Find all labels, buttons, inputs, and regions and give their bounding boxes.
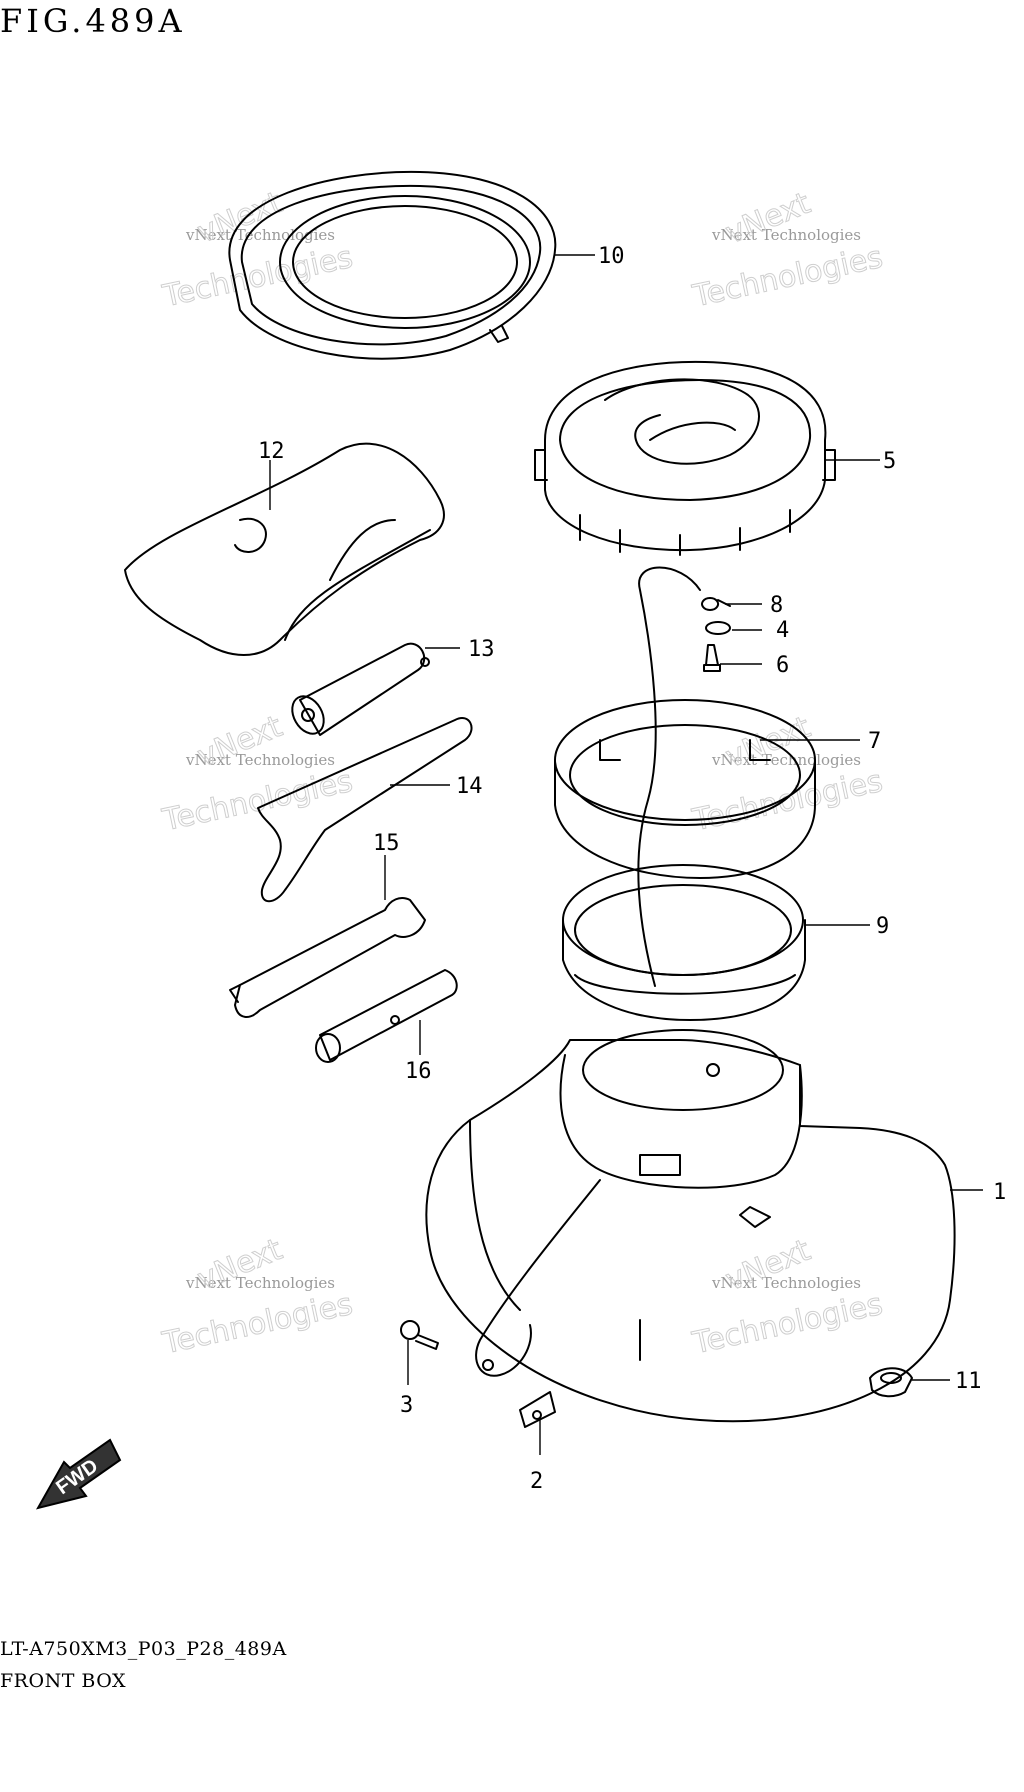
part-tether-cable xyxy=(637,566,731,1077)
watermark-bottom-right: vNext Technologies vNext Technologies xyxy=(688,1232,886,1362)
callout-15: 15 xyxy=(373,831,400,856)
svg-text:vNext Technologies: vNext Technologies xyxy=(185,226,335,244)
part-socket-tool xyxy=(315,969,458,1063)
watermark-top-right: vNext Technologies vNext Technologies xyxy=(689,185,887,315)
svg-text:vNext Technologies: vNext Technologies xyxy=(711,226,861,244)
callout-13: 13 xyxy=(468,637,495,662)
callout-10: 10 xyxy=(598,244,625,269)
callout-12: 12 xyxy=(258,439,285,464)
part-tool-bag xyxy=(124,442,445,656)
svg-text:Technologies: Technologies xyxy=(689,764,886,839)
svg-text:Technologies: Technologies xyxy=(689,1287,886,1362)
part-front-box xyxy=(425,1029,956,1423)
callout-numbers: 1 2 3 4 5 6 7 8 9 10 11 12 13 14 15 16 xyxy=(258,244,1006,1494)
svg-text:Technologies: Technologies xyxy=(159,764,356,839)
part-cylinder xyxy=(291,642,430,736)
watermark-top-left: vNext Technologies vNext Technologies xyxy=(159,185,357,315)
part-screw xyxy=(703,644,721,672)
callout-1: 1 xyxy=(993,1180,1006,1205)
leader-lines xyxy=(269,254,983,1455)
part-bracket-clip xyxy=(519,1391,556,1428)
svg-text:Technologies: Technologies xyxy=(689,240,886,315)
callout-11: 11 xyxy=(955,1369,982,1394)
assembly-name: FRONT BOX xyxy=(0,1670,126,1692)
part-seal-gasket xyxy=(228,170,557,360)
part-grommet xyxy=(869,1367,913,1398)
part-spanner-wrench xyxy=(257,717,473,903)
callout-14: 14 xyxy=(456,774,483,799)
watermark-middle-left: vNext Technologies vNext Technologies xyxy=(158,709,356,839)
svg-text:Technologies: Technologies xyxy=(159,240,356,315)
part-washer xyxy=(705,621,731,635)
model-code: LT-A750XM3_P03_P28_489A xyxy=(0,1638,287,1660)
callout-6: 6 xyxy=(776,653,789,678)
callout-2: 2 xyxy=(530,1469,543,1494)
callout-9: 9 xyxy=(876,914,889,939)
svg-text:vNext Technologies: vNext Technologies xyxy=(711,751,861,769)
svg-text:vNext Technologies: vNext Technologies xyxy=(711,1274,861,1292)
part-open-end-wrench xyxy=(229,897,426,1018)
part-cap xyxy=(534,360,836,556)
svg-text:vNext Technologies: vNext Technologies xyxy=(185,1274,335,1292)
callout-16: 16 xyxy=(405,1059,432,1084)
part-o-ring xyxy=(562,864,806,1021)
callout-3: 3 xyxy=(400,1393,413,1418)
watermark-bottom-left: vNext Technologies vNext Technologies xyxy=(158,1232,356,1362)
svg-text:vNext Technologies: vNext Technologies xyxy=(185,751,335,769)
figure-title: FIG.489A xyxy=(0,2,186,40)
callout-8: 8 xyxy=(770,593,783,618)
svg-text:Technologies: Technologies xyxy=(159,1287,356,1362)
callout-7: 7 xyxy=(868,729,881,754)
part-retaining-ring xyxy=(554,699,816,879)
callout-4: 4 xyxy=(776,618,789,643)
part-bolt xyxy=(400,1320,439,1350)
callout-5: 5 xyxy=(883,449,896,474)
fwd-direction-badge: FWD xyxy=(35,1438,122,1510)
